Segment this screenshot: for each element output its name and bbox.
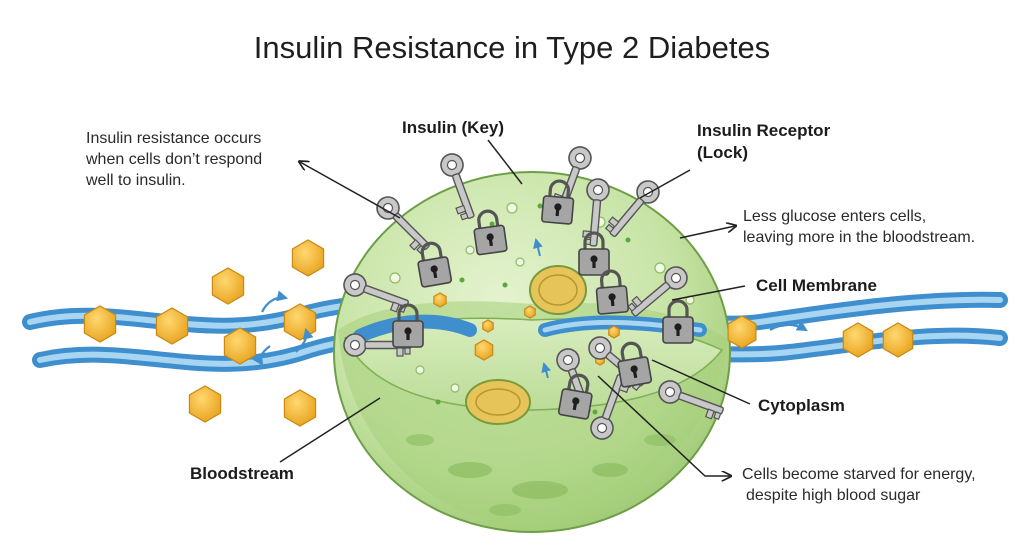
resistance-note-line: when cells don’t respond: [86, 151, 263, 168]
page-title: Insulin Resistance in Type 2 Diabetes: [253, 30, 771, 65]
insulin-receptor-locks: [392, 179, 694, 420]
insulin-receptor-lock: [417, 241, 453, 288]
mitochondrion: [529, 265, 587, 315]
insulin-receptor-lock: [662, 299, 694, 344]
glucose-molecule: [433, 292, 447, 308]
insulin-receptor-label: Insulin Receptor: [697, 121, 831, 140]
insulin-receptor-lock: [541, 179, 575, 225]
insulin-key: [658, 380, 724, 421]
resistance-note-line: well to insulin.: [86, 172, 186, 189]
insulin-receptor-lock: [595, 269, 629, 315]
insulin-key: [440, 153, 475, 221]
starved-note: Cells become starved for energy, despite…: [742, 464, 976, 506]
insulin-key: [343, 273, 409, 314]
bloodstream-label: Bloodstream: [190, 464, 294, 483]
glucose-molecule: [608, 325, 620, 339]
glucose-molecule: [83, 305, 117, 343]
resistance-note: Insulin resistance occurs when cells don…: [86, 128, 262, 191]
glucose-molecule: [882, 322, 914, 358]
insulin-receptor-lock: [557, 373, 593, 420]
cell: [333, 171, 731, 533]
glucose-molecule: [155, 307, 189, 345]
glucose-molecule: [727, 315, 757, 349]
glucose-molecules: [83, 239, 914, 427]
starved-note-line: despite high blood sugar: [746, 487, 921, 504]
cytoplasm-label: Cytoplasm: [758, 396, 845, 415]
glucose-molecule: [474, 339, 494, 361]
glucose-molecule: [211, 267, 245, 305]
insulin-key-label: Insulin (Key): [402, 118, 505, 137]
flow-arrows: [252, 290, 808, 366]
insulin-key: [604, 180, 660, 238]
glucose-note-line: leaving more in the bloodstream.: [743, 229, 976, 246]
mitochondrion: [465, 379, 531, 425]
glucose-molecule: [188, 385, 222, 423]
callout-lines: [279, 139, 751, 476]
glucose-molecule: [223, 327, 257, 365]
glucose-molecule: [482, 319, 494, 333]
glucose-note-line: Less glucose enters cells,: [743, 208, 927, 225]
glucose-molecule: [842, 322, 874, 358]
glucose-molecule: [291, 239, 325, 277]
insulin-receptor-lock: [473, 209, 508, 256]
insulin-receptor-lock: [578, 231, 610, 276]
insulin-receptor-lock: [617, 341, 653, 388]
starved-note-line: Cells become starved for energy,: [742, 466, 976, 483]
glucose-molecule: [524, 305, 536, 319]
insulin-receptor-sublabel: (Lock): [697, 143, 748, 162]
glucose-note: Less glucose enters cells, leaving more …: [743, 206, 975, 248]
glucose-molecule: [283, 389, 317, 427]
resistance-note-line: Insulin resistance occurs: [86, 130, 262, 147]
insulin-receptor-lock: [392, 303, 424, 348]
insulin-key: [627, 266, 688, 317]
cell-membrane-label: Cell Membrane: [756, 276, 877, 295]
